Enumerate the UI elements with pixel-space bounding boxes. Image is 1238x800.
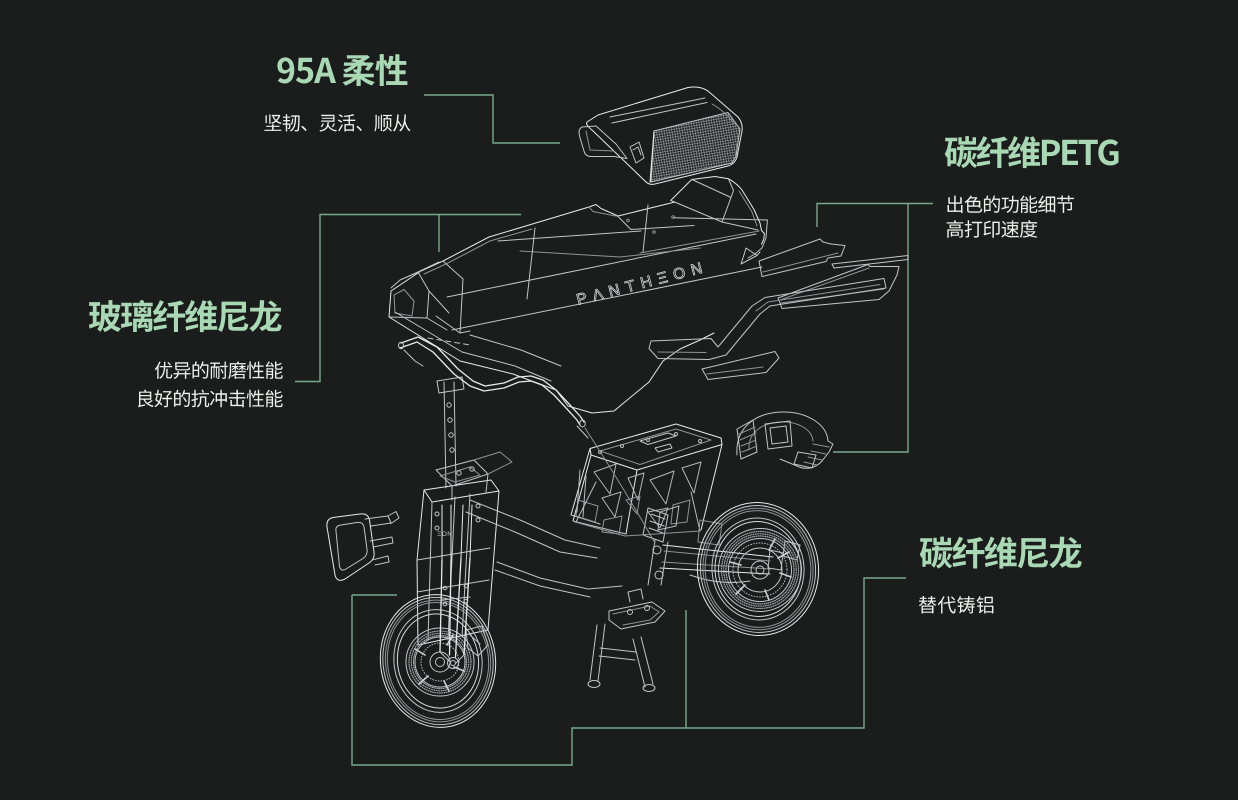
svg-text:PΛNTHΞON: PΛNTHΞON [575,258,710,308]
svg-text:ΞON: ΞON [437,531,452,538]
